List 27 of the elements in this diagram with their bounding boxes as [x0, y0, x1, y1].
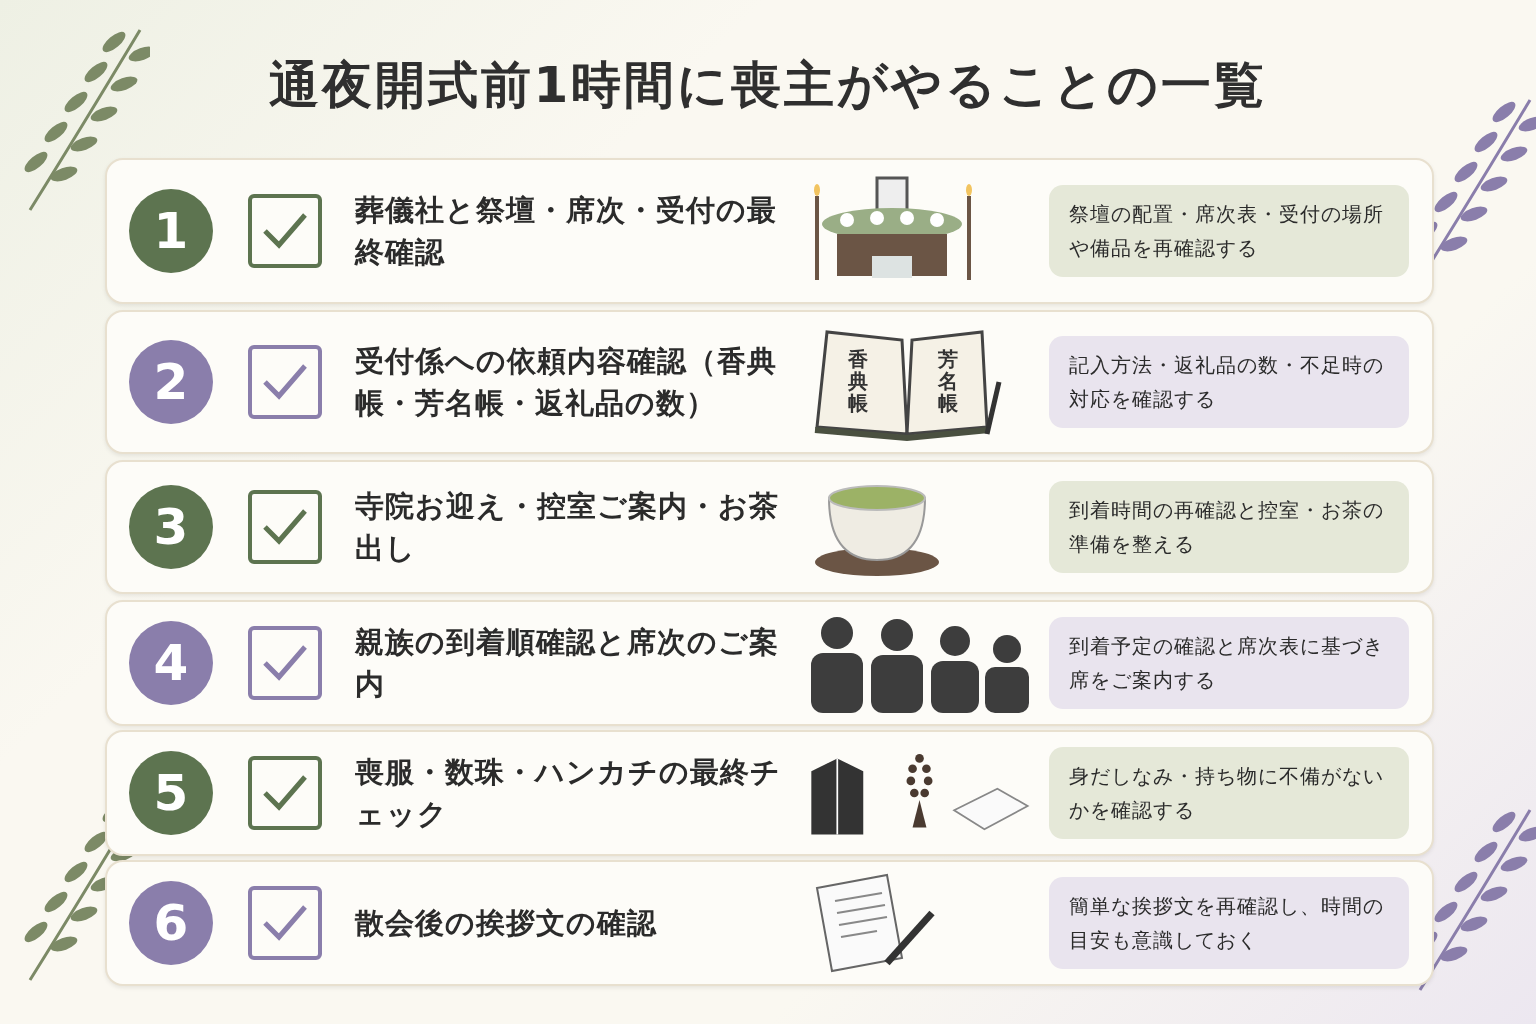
- step-number: 4: [129, 621, 213, 705]
- step-number: 3: [129, 485, 213, 569]
- step-number: 6: [129, 881, 213, 965]
- checklist-card: [105, 460, 1434, 594]
- book-page-label: 香典帳: [847, 348, 869, 414]
- checklist-card: [105, 730, 1434, 856]
- item-title: 散会後の挨拶文の確認: [355, 905, 658, 942]
- note-box: 到着予定の確認と席次表に基づき席をご案内する: [1049, 617, 1409, 709]
- item-title: 親族の到着順確認と席次のご案内: [355, 623, 780, 703]
- item-title: 喪服・数珠・ハンカチの最終チェック: [355, 753, 782, 833]
- checklist-card: [105, 158, 1434, 304]
- item-title: 葬儀社と祭壇・席次・受付の最終確認: [355, 191, 778, 271]
- note-box: 記入方法・返礼品の数・不足時の対応を確認する: [1049, 336, 1409, 428]
- item-title: 受付係への依頼内容確認（香典帳・芳名帳・返礼品の数）: [355, 342, 778, 422]
- page-title: 通夜開式前1時間に喪主がやることの一覧: [267, 55, 1269, 116]
- item-title: 寺院お迎え・控室ご案内・お茶出し: [355, 487, 780, 567]
- checklist-card: [105, 860, 1434, 986]
- checklist-card: [105, 310, 1434, 454]
- checklist-card: [105, 600, 1434, 726]
- step-number: 5: [129, 751, 213, 835]
- note-box: 身だしなみ・持ち物に不備がないかを確認する: [1049, 747, 1409, 839]
- note-box: 到着時間の再確認と控室・お茶の準備を整える: [1049, 481, 1409, 573]
- step-number: 2: [129, 340, 213, 424]
- note-box: 祭壇の配置・席次表・受付の場所や備品を再確認する: [1049, 185, 1409, 277]
- step-number: 1: [129, 189, 213, 273]
- note-box: 簡単な挨拶文を再確認し、時間の目安も意識しておく: [1049, 877, 1409, 969]
- book-page-label: 芳名帳: [937, 348, 959, 414]
